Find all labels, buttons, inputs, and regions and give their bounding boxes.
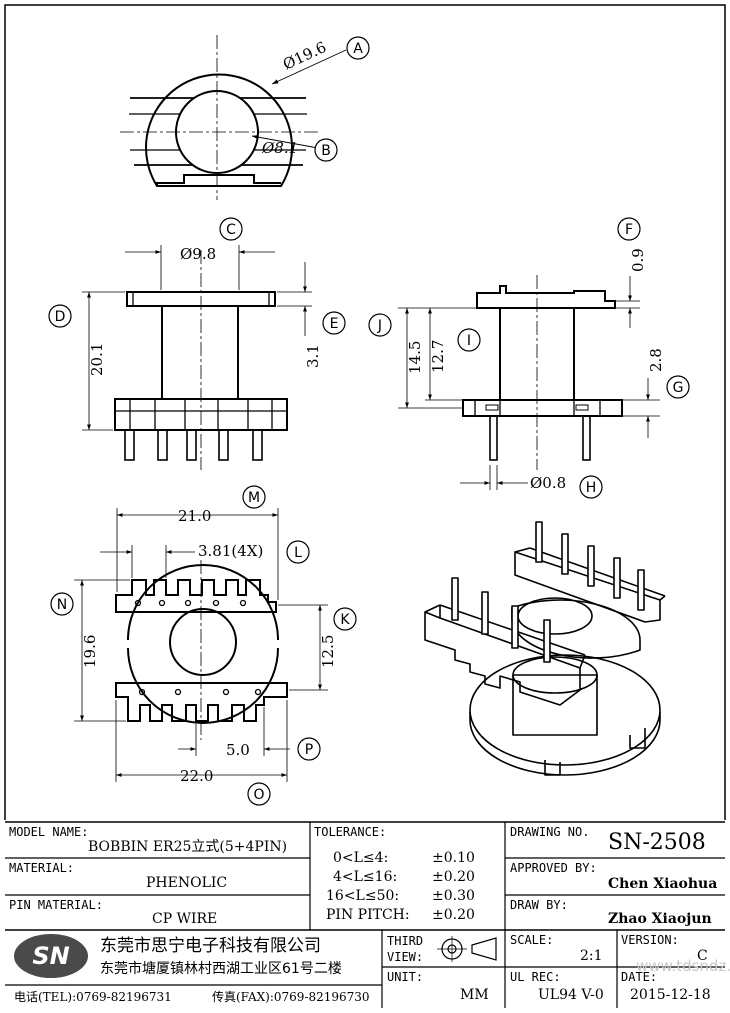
callout-circle-d bbox=[48, 304, 72, 328]
scale-label: SCALE: bbox=[510, 933, 554, 947]
technical-drawing: Ø19.6 Ø8.1 Ø9.8 20.1 3.1 0.9 2.8 Ø0.8 12… bbox=[4, 4, 726, 820]
tolerance-range-0: 0<L≤4: bbox=[333, 850, 389, 866]
callout-letter-i: I bbox=[467, 333, 471, 349]
front-view bbox=[82, 245, 312, 470]
side-view bbox=[398, 275, 660, 490]
callout-letter-n: N bbox=[57, 597, 67, 613]
ul-rec-value: UL94 V-0 bbox=[538, 987, 604, 1003]
ul-rec-label: UL REC: bbox=[510, 970, 561, 984]
callout-circle-f bbox=[617, 217, 641, 241]
tolerance-value-0: ±0.10 bbox=[432, 850, 475, 866]
dim-n-value: 19.6 bbox=[81, 635, 99, 668]
company-fax: 传真(FAX):0769-82196730 bbox=[212, 990, 370, 1004]
dim-j-value: 14.5 bbox=[406, 341, 424, 374]
callout-letter-m: M bbox=[248, 490, 260, 506]
third-view-symbol-icon bbox=[437, 936, 499, 963]
dim-m-value: 21.0 bbox=[178, 507, 211, 525]
dim-i-value: 12.7 bbox=[429, 340, 447, 373]
company-address: 东莞市塘厦镇林村西湖工业区61号二楼 bbox=[100, 961, 342, 977]
callout-circle-i bbox=[457, 328, 481, 352]
date-label: DATE: bbox=[621, 970, 658, 984]
bottom-core-hole bbox=[169, 608, 237, 676]
callout-letter-p: P bbox=[305, 742, 313, 758]
top-view-outline bbox=[145, 73, 293, 187]
dim-k-value: 12.5 bbox=[319, 635, 337, 668]
dim-l-value: 3.81(4X) bbox=[198, 542, 263, 560]
date-value: 2015-12-18 bbox=[630, 987, 711, 1003]
dim-o-value: 22.0 bbox=[180, 767, 213, 785]
callout-letter-f: F bbox=[625, 222, 633, 238]
third-view-label-2: VIEW: bbox=[387, 950, 424, 964]
callout-letter-a: A bbox=[353, 41, 363, 57]
version-value: C bbox=[697, 948, 708, 964]
callout-letter-g: G bbox=[673, 380, 684, 396]
company-tel: 电话(TEL):0769-82196731 bbox=[14, 990, 172, 1004]
callout-letter-c: C bbox=[226, 222, 236, 238]
tolerance-range-1: 4<L≤16: bbox=[333, 869, 398, 885]
top-view bbox=[120, 35, 347, 200]
tolerance-label: TOLERANCE: bbox=[314, 825, 387, 839]
callout-circle-a bbox=[346, 36, 370, 60]
dim-b-value: Ø8.1 bbox=[261, 139, 298, 157]
callout-letter-l: L bbox=[294, 545, 302, 561]
company-logo: SN bbox=[14, 934, 88, 978]
callout-letter-b: B bbox=[321, 143, 331, 159]
callout-circle-h bbox=[579, 475, 603, 499]
callout-letter-e: E bbox=[330, 316, 339, 332]
callout-circle-k bbox=[333, 607, 357, 631]
draw-by-label: DRAW BY: bbox=[510, 898, 568, 912]
callout-letter-h: H bbox=[586, 480, 597, 496]
callout-circle-m bbox=[242, 485, 266, 509]
third-view-label-1: THIRD bbox=[387, 934, 424, 948]
pin-material-label: PIN MATERIAL: bbox=[9, 898, 103, 912]
dim-a-value: Ø19.6 bbox=[280, 38, 329, 74]
pin-material-value: CP WIRE bbox=[152, 911, 218, 927]
callout-circle-l bbox=[286, 540, 310, 564]
tolerance-value-3: ±0.20 bbox=[432, 907, 475, 923]
unit-value: MM bbox=[460, 987, 489, 1003]
callout-circle-o bbox=[247, 782, 271, 806]
isometric-view bbox=[424, 521, 666, 776]
approved-by-value: Chen Xiaohua bbox=[608, 876, 718, 892]
version-label: VERSION: bbox=[621, 933, 679, 947]
model-name-value: BOBBIN ER25立式(5+4PIN) bbox=[88, 839, 288, 855]
dim-e-value: 3.1 bbox=[304, 344, 322, 368]
callout-circle-c bbox=[219, 217, 243, 241]
company-name: 东莞市思宁电子科技有限公司 bbox=[100, 936, 321, 956]
dim-p-value: 5.0 bbox=[226, 741, 250, 759]
dim-d-value: 20.1 bbox=[88, 343, 106, 376]
approved-by-label: APPROVED BY: bbox=[510, 861, 597, 875]
scale-value: 2:1 bbox=[580, 948, 603, 964]
callout-letter-j: J bbox=[377, 318, 382, 334]
callout-circle-e bbox=[322, 311, 346, 335]
callout-letter-d: D bbox=[55, 309, 66, 325]
drawing-no-label: DRAWING NO. bbox=[510, 825, 590, 839]
callout-circle-j bbox=[368, 313, 392, 337]
watermark: www.tdsndz.com bbox=[636, 957, 730, 975]
callout-circle-n bbox=[50, 592, 74, 616]
material-label: MATERIAL: bbox=[9, 861, 75, 875]
dim-f-value: 0.9 bbox=[629, 248, 647, 272]
tolerance-value-1: ±0.20 bbox=[432, 869, 475, 885]
drawing-no-value: SN-2508 bbox=[608, 830, 706, 855]
material-value: PHENOLIC bbox=[146, 875, 228, 891]
drawing-border bbox=[4, 4, 726, 820]
model-name-label: MODEL NAME: bbox=[9, 825, 89, 839]
dim-c-value: Ø9.8 bbox=[180, 245, 216, 263]
tolerance-range-3: PIN PITCH: bbox=[326, 907, 410, 923]
tolerance-range-2: 16<L≤50: bbox=[326, 888, 400, 904]
tolerance-value-2: ±0.30 bbox=[432, 888, 475, 904]
callout-circle-g bbox=[666, 375, 690, 399]
dim-h-value: Ø0.8 bbox=[530, 474, 566, 492]
dim-g-value: 2.8 bbox=[647, 348, 665, 372]
callout-circle-b bbox=[314, 138, 338, 162]
callout-letter-o: O bbox=[253, 787, 264, 803]
bottom-view bbox=[74, 508, 328, 782]
callout-letter-k: K bbox=[340, 612, 350, 628]
callout-circle-p bbox=[297, 737, 321, 761]
draw-by-value: Zhao Xiaojun bbox=[608, 911, 712, 927]
unit-label: UNIT: bbox=[387, 970, 424, 984]
